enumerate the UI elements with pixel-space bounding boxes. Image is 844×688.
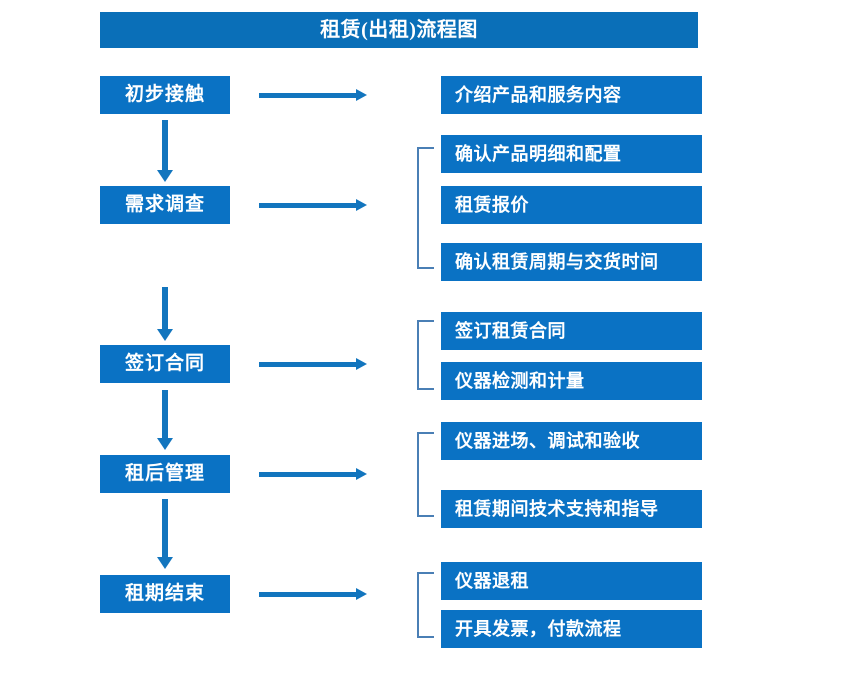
group-bracket-租后管理 (417, 432, 434, 517)
detail-box-确认租赁周期与交货时间[interactable]: 确认租赁周期与交货时间 (441, 243, 702, 281)
stage-box-初步接触[interactable]: 初步接触 (100, 76, 230, 114)
detail-box-仪器检测和计量[interactable]: 仪器检测和计量 (441, 362, 702, 400)
detail-box-介绍产品和服务内容[interactable]: 介绍产品和服务内容 (441, 76, 702, 114)
arrow-shaft (162, 499, 168, 558)
detail-box-仪器进场调试和验收[interactable]: 仪器进场、调试和验收 (441, 422, 702, 460)
detail-box-签订租赁合同[interactable]: 签订租赁合同 (441, 312, 702, 350)
diagram-title: 租赁(出租)流程图 (100, 12, 698, 48)
arrow-head (157, 438, 173, 450)
arrow-shaft (259, 93, 357, 98)
detail-box-租赁报价[interactable]: 租赁报价 (441, 186, 702, 224)
arrow-shaft (259, 203, 357, 208)
arrow-head (356, 89, 367, 101)
arrow-head (356, 588, 367, 600)
group-bracket-签订合同 (417, 320, 434, 390)
detail-box-租赁期间技术支持和指导[interactable]: 租赁期间技术支持和指导 (441, 490, 702, 528)
stage-box-签订合同[interactable]: 签订合同 (100, 345, 230, 383)
detail-box-仪器退租[interactable]: 仪器退租 (441, 562, 702, 600)
arrow-head (356, 358, 367, 370)
detail-box-开具发票付款流程[interactable]: 开具发票，付款流程 (441, 610, 702, 648)
detail-arrow-right-2 (259, 198, 367, 212)
flow-arrow-down-3 (157, 390, 173, 450)
group-bracket-需求调查 (417, 147, 434, 269)
flow-arrow-down-1 (157, 120, 173, 182)
group-bracket-租期结束 (417, 572, 434, 638)
arrow-head (157, 557, 173, 569)
arrow-head (356, 199, 367, 211)
arrow-shaft (259, 362, 357, 367)
detail-arrow-right-1 (259, 88, 367, 102)
arrow-shaft (259, 592, 357, 597)
detail-arrow-right-5 (259, 587, 367, 601)
detail-arrow-right-4 (259, 467, 367, 481)
detail-arrow-right-3 (259, 357, 367, 371)
detail-box-确认产品明细和配置[interactable]: 确认产品明细和配置 (441, 135, 702, 173)
arrow-head (157, 329, 173, 341)
arrow-shaft (162, 287, 168, 330)
stage-box-需求调查[interactable]: 需求调查 (100, 186, 230, 224)
stage-box-租期结束[interactable]: 租期结束 (100, 575, 230, 613)
arrow-shaft (259, 472, 357, 477)
arrow-head (356, 468, 367, 480)
arrow-head (157, 170, 173, 182)
flow-arrow-down-2 (157, 287, 173, 341)
arrow-shaft (162, 390, 168, 439)
flow-arrow-down-4 (157, 499, 173, 569)
arrow-shaft (162, 120, 168, 171)
stage-box-租后管理[interactable]: 租后管理 (100, 455, 230, 493)
